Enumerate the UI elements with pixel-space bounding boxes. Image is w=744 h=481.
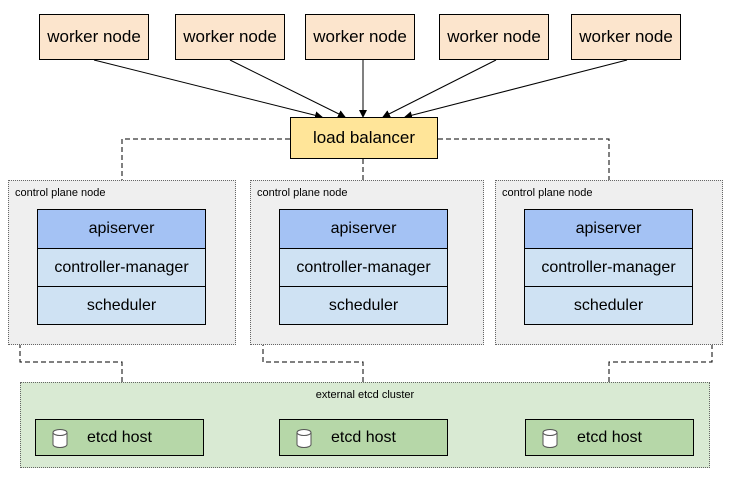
etcd-host-label: etcd host xyxy=(577,428,642,446)
controller-manager: controller-manager xyxy=(525,248,692,286)
component-stack: apiserver controller-manager scheduler xyxy=(524,209,693,325)
apiserver: apiserver xyxy=(525,210,692,248)
apiserver: apiserver xyxy=(280,210,447,248)
control-plane-title: control plane node xyxy=(257,187,348,199)
etcd-loop-3-line xyxy=(605,225,713,389)
control-plane-node-1: control plane node apiserver controller-… xyxy=(8,180,236,345)
scheduler: scheduler xyxy=(38,286,205,324)
database-icon xyxy=(52,429,68,448)
etcd-host-2: etcd host xyxy=(279,419,448,456)
control-plane-node-3: control plane node apiserver controller-… xyxy=(495,180,723,345)
worker-4-to-lb-arrow xyxy=(382,59,497,118)
controller-manager: controller-manager xyxy=(280,248,447,286)
worker-2-to-lb-arrow xyxy=(229,59,346,118)
etcd-host-label: etcd host xyxy=(331,428,396,446)
database-icon xyxy=(542,429,558,448)
worker-node-4: worker node xyxy=(439,14,549,60)
scheduler: scheduler xyxy=(280,286,447,324)
worker-1-to-lb-arrow xyxy=(93,59,323,120)
component-stack: apiserver controller-manager scheduler xyxy=(37,209,206,325)
worker-node-5: worker node xyxy=(571,14,681,60)
load-balancer: load balancer xyxy=(290,117,438,159)
component-stack: apiserver controller-manager scheduler xyxy=(279,209,448,325)
scheduler: scheduler xyxy=(525,286,692,324)
worker-node-1: worker node xyxy=(39,14,149,60)
control-plane-title: control plane node xyxy=(502,187,593,199)
etcd-host-3: etcd host xyxy=(525,419,694,456)
controller-manager: controller-manager xyxy=(38,248,205,286)
worker-node-3: worker node xyxy=(305,14,415,60)
lb-to-apiserver-1-line xyxy=(118,138,290,209)
control-plane-title: control plane node xyxy=(15,187,106,199)
control-plane-node-2: control plane node apiserver controller-… xyxy=(250,180,484,345)
etcd-cluster-title: external etcd cluster xyxy=(315,389,415,401)
etcd-host-label: etcd host xyxy=(87,428,152,446)
worker-node-2: worker node xyxy=(175,14,285,60)
apiserver: apiserver xyxy=(38,210,205,248)
database-icon xyxy=(296,429,312,448)
etcd-host-1: etcd host xyxy=(35,419,204,456)
external-etcd-cluster: external etcd cluster etcd host etcd hos… xyxy=(20,382,710,468)
worker-5-to-lb-arrow xyxy=(404,59,628,120)
